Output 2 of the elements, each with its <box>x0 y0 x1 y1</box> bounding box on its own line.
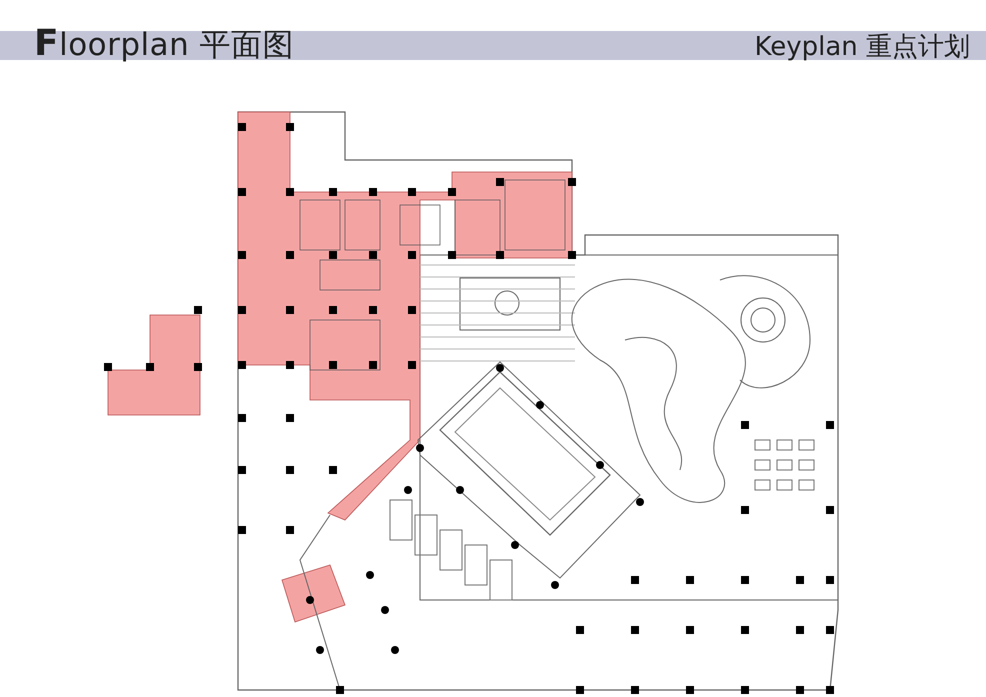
keyplan-heading: Keyplan 重点计划 <box>754 31 970 64</box>
page-title: Floorplan 平面图 <box>34 26 294 63</box>
